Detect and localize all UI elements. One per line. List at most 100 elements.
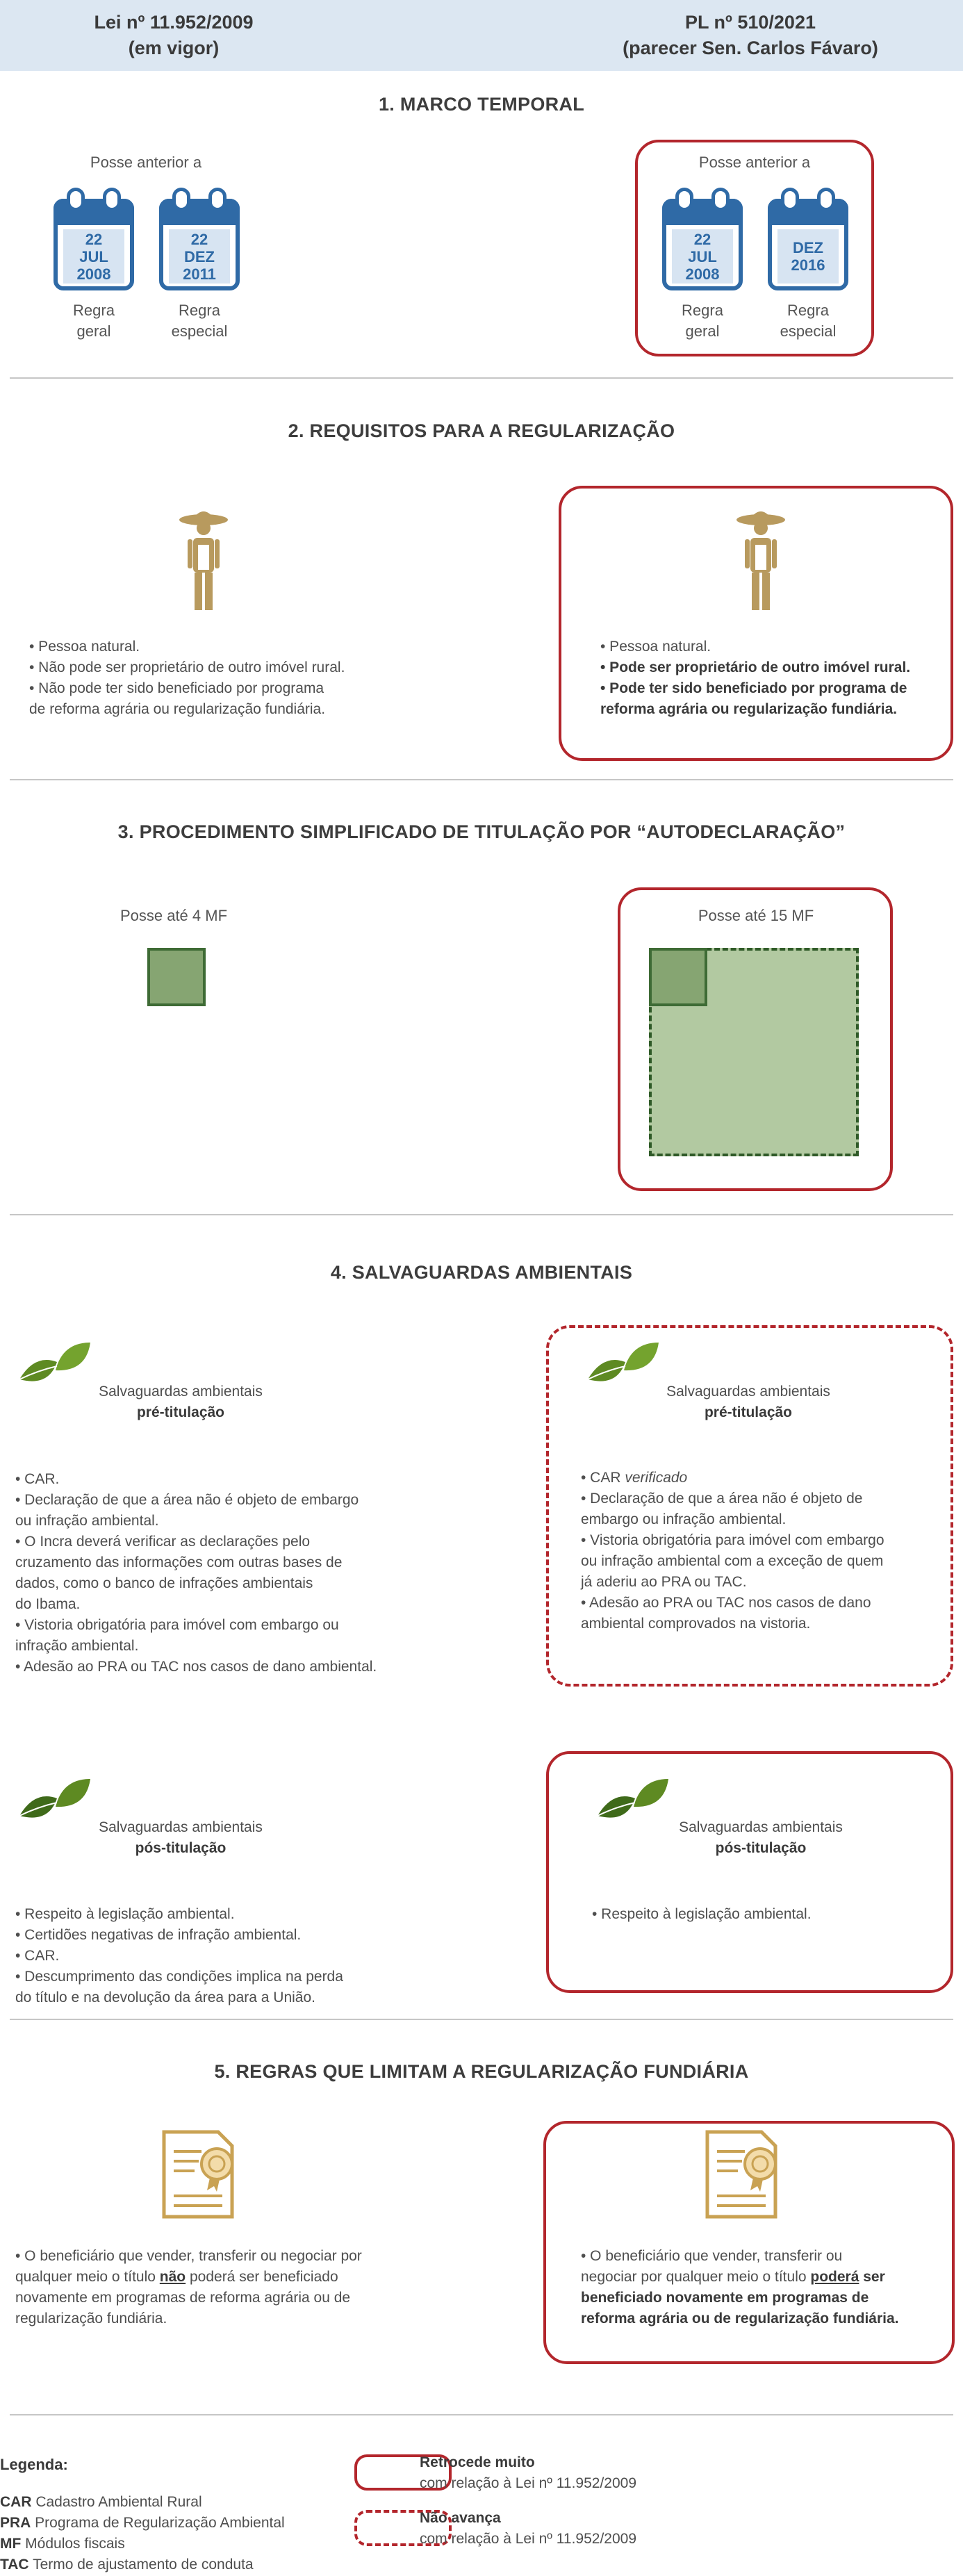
rule-span: qualquer meio o título <box>15 2269 160 2285</box>
cal-date-line: JUL <box>688 248 717 265</box>
s1-right-label: Posse anterior a <box>698 154 811 171</box>
cal-date-line: 2016 <box>791 256 825 274</box>
requirement-line: • Pessoa natural. <box>29 639 140 655</box>
legend-solid-box <box>354 2454 452 2491</box>
caption-line: Salvaguardas ambientais <box>99 1384 263 1400</box>
calendar-icon: 22 DEZ 2011 <box>159 188 240 290</box>
cal-date-line: 22 <box>190 231 208 248</box>
farmer-icon <box>179 511 228 610</box>
rule-span: poderá ser beneficiado <box>186 2269 338 2285</box>
rule-line: reforma agrária ou de regularização fund… <box>581 2311 899 2327</box>
safeguard-line: do Ibama. <box>15 1596 81 1612</box>
leaf-icon <box>19 1343 90 1381</box>
header-left-subtitle: (em vigor) <box>128 38 220 58</box>
safeguard-line: infração ambiental. <box>15 1638 139 1654</box>
certificate-icon <box>705 2130 777 2219</box>
area-4mf-square <box>147 948 206 1006</box>
s3-left-label: Posse até 4 MF <box>120 907 228 924</box>
area-4mf-square <box>649 948 707 1006</box>
safeguard-line: ambiental comprovados na vistoria. <box>581 1616 811 1632</box>
legend-desc: Programa de Regularização Ambiental <box>31 2515 285 2531</box>
safeguard-line: • CAR. <box>15 1471 60 1487</box>
rule-line: regularização fundiária. <box>15 2311 167 2327</box>
calendar-icon: 22 JUL 2008 <box>662 188 743 290</box>
rule-caption-line: Regra <box>787 302 829 319</box>
legend-abbr: CAR <box>0 2494 32 2510</box>
retrocede-box-s1 <box>635 140 874 356</box>
legend-dashed-desc: com relação à Lei nº 11.952/2009 <box>420 2531 636 2547</box>
section-divider <box>10 1214 953 1215</box>
rule-span: negociar por qualquer meio o título <box>581 2269 811 2285</box>
rule-caption-line: Regra <box>73 302 115 319</box>
caption-line: Salvaguardas ambientais <box>99 1819 263 1835</box>
area-15mf-square <box>649 948 859 1156</box>
legend-abbr: PRA <box>0 2515 31 2531</box>
s1-left-label: Posse anterior a <box>90 154 202 171</box>
section-divider <box>10 377 953 379</box>
rule-emphasis: não <box>159 2269 186 2285</box>
car-label: • CAR <box>581 1470 625 1486</box>
cal-date-line: 2008 <box>685 265 720 283</box>
safeguard-line: já aderiu ao PRA ou TAC. <box>581 1574 747 1590</box>
requirement-line: de reforma agrária ou regularização fund… <box>29 701 326 717</box>
section-1-title: 1. MARCO TEMPORAL <box>378 94 585 115</box>
rule-line: novamente em programas de reforma agrári… <box>15 2290 351 2306</box>
legend-dashed-box <box>354 2510 452 2546</box>
caption-line: pós-titulação <box>715 1840 807 1856</box>
legend-desc: Termo de ajustamento de conduta <box>28 2557 254 2573</box>
retrocede-box-s3 <box>618 887 893 1191</box>
requirement-line: • Pode ser proprietário de outro imóvel … <box>600 659 911 675</box>
legend-item: TAC Termo de ajustamento de conduta <box>0 2554 254 2575</box>
header-right-title: PL nº 510/2021 <box>685 12 816 33</box>
calendar-icon: DEZ 2016 <box>768 188 848 290</box>
safeguard-line: • Adesão ao PRA ou TAC nos casos de dano <box>581 1595 871 1611</box>
legend-item: CAR Cadastro Ambiental Rural <box>0 2492 202 2513</box>
header-right-column: PL nº 510/2021 (parecer Sen. Carlos Fáva… <box>556 10 945 61</box>
retrocede-box-s2 <box>559 486 953 761</box>
rule-caption-line: Regra <box>682 302 723 319</box>
rule-caption-line: especial <box>780 322 837 340</box>
section-divider <box>10 2019 953 2020</box>
rule-caption-line: Regra <box>179 302 220 319</box>
s4-pos-right-text: • Respeito à legislação ambiental. <box>592 1904 939 1925</box>
header-left-column: Lei nº 11.952/2009 (em vigor) <box>0 10 368 61</box>
legend-solid-title: Retrocede muito <box>420 2454 535 2470</box>
rule-line: qualquer meio o título não poderá ser be… <box>15 2267 474 2288</box>
legend-dashed-title: Não avança <box>420 2510 501 2526</box>
legend-dashed-text: Não avança com relação à Lei nº 11.952/2… <box>420 2508 636 2550</box>
rule-line: • O beneficiário que vender, transferir … <box>581 2248 843 2264</box>
leaf-icon <box>19 1779 90 1818</box>
safeguard-line: • Respeito à legislação ambiental. <box>15 1906 235 1922</box>
caption-line: Salvaguardas ambientais <box>666 1384 830 1400</box>
s4-pre-right-text: • CAR verificado • Declaração de que a á… <box>581 1468 942 1634</box>
safeguard-line: • Vistoria obrigatória para imóvel com e… <box>15 1617 339 1633</box>
s2-right-text: • Pessoa natural. • Pode ser proprietári… <box>600 637 948 720</box>
safeguard-line: • O Incra deverá verificar as declaraçõe… <box>15 1534 311 1550</box>
cal-date-line: JUL <box>79 248 108 265</box>
comparison-header: Lei nº 11.952/2009 (em vigor) PL nº 510/… <box>0 0 963 71</box>
calendar-icon: 22 JUL 2008 <box>54 188 134 290</box>
certificate-icon <box>162 2130 234 2219</box>
safeguard-line: • Respeito à legislação ambiental. <box>592 1906 812 1922</box>
safeguard-line: • Vistoria obrigatória para imóvel com e… <box>581 1532 884 1548</box>
requirement-line: • Pessoa natural. <box>600 639 711 655</box>
caption-line: pós-titulação <box>135 1840 227 1856</box>
rule-emphasis: poderá <box>810 2269 859 2285</box>
s3-right-label: Posse até 15 MF <box>698 907 814 924</box>
legend-desc: Módulos fiscais <box>21 2536 125 2552</box>
cal-date-line: 22 <box>693 231 711 248</box>
legend-desc: Cadastro Ambiental Rural <box>31 2494 202 2510</box>
rule-span: ser <box>859 2269 885 2285</box>
section-divider <box>10 779 953 780</box>
s5-left-text: • O beneficiário que vender, transferir … <box>15 2246 474 2329</box>
safeguard-line: ou infração ambiental. <box>15 1513 159 1529</box>
cal-date-line: 2011 <box>183 265 216 283</box>
s4-pos-left-text: • Respeito à legislação ambiental. • Cer… <box>15 1904 460 2008</box>
legend-item: MF Módulos fiscais <box>0 2534 125 2554</box>
car-verificado: verificado <box>625 1470 688 1486</box>
legend-solid-desc: com relação à Lei nº 11.952/2009 <box>420 2475 636 2491</box>
nao-avanca-box-s4-pre <box>546 1325 953 1687</box>
safeguard-line: • Descumprimento das condições implica n… <box>15 1969 343 1985</box>
legend-title: Legenda: <box>0 2456 68 2473</box>
safeguard-line: • Declaração de que a área não é objeto … <box>15 1492 359 1508</box>
